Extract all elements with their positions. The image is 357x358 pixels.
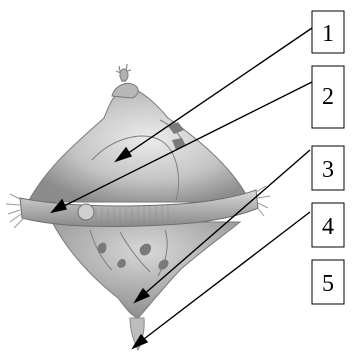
apical-horn xyxy=(111,82,139,99)
arrow-3-head xyxy=(133,287,151,304)
arrow-2 xyxy=(59,81,313,209)
label-box-5 xyxy=(311,259,345,305)
label-1: 1 xyxy=(322,21,334,47)
label-3: 3 xyxy=(322,157,334,183)
internal-organelles xyxy=(89,119,183,277)
label-2: 2 xyxy=(322,84,334,110)
hypotheca xyxy=(51,221,242,319)
arrow-4 xyxy=(139,211,311,343)
label-box-2 xyxy=(311,65,345,129)
label-box-3 xyxy=(311,145,345,191)
girdle-nucleus xyxy=(77,203,95,221)
arrow-4-head xyxy=(131,333,149,350)
apical-tuft xyxy=(115,63,132,83)
arrow-1 xyxy=(123,27,313,157)
arrow-3 xyxy=(141,149,311,297)
label-box-1 xyxy=(311,10,345,54)
arrows xyxy=(50,27,313,350)
label-boxes xyxy=(311,10,345,305)
label-box-4 xyxy=(311,202,345,248)
arrow-1-head xyxy=(114,146,133,163)
arrow-2-head xyxy=(50,198,67,214)
transverse-flagellum-fringe xyxy=(5,185,271,229)
label-5: 5 xyxy=(322,271,334,297)
label-4: 4 xyxy=(322,214,334,240)
girdle-striations xyxy=(95,204,169,226)
